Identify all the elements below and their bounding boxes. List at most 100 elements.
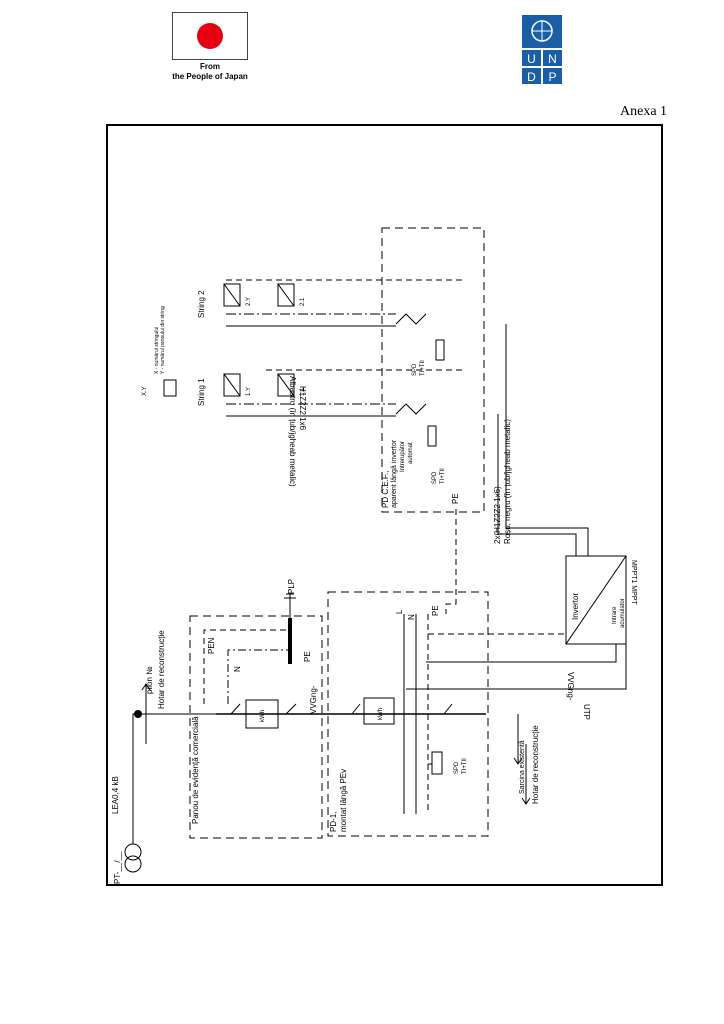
kwh-label-2: kWh (378, 708, 384, 720)
pv-module-21-diag (277, 283, 295, 307)
undp-logo: U N D P (522, 15, 562, 84)
l-label: L (395, 609, 404, 614)
module-21-label: 2.1 (300, 297, 306, 306)
spd2-label: SPD (432, 471, 438, 484)
string2-label: String 2 (197, 290, 206, 318)
spd3-device (435, 339, 445, 361)
pv-module-11-diag (277, 373, 295, 397)
kwh-meter-1 (245, 699, 279, 729)
n-label-pd1: N (407, 614, 416, 620)
inverter-box (565, 555, 627, 645)
acc-label-2: acumulator (620, 598, 626, 628)
undp-letter-n: N (548, 52, 557, 66)
legend-module-icon (163, 379, 177, 397)
spd3-label: SPD (412, 363, 418, 376)
inverter-diagonal (565, 555, 627, 645)
pe-cable-label-2: Albastru (în țub/jgheab metalic) (288, 376, 297, 487)
pen-conductor (203, 629, 290, 704)
acc-label-1: Intrare (612, 606, 618, 624)
pd1-subtitle: montat lângă PEv (339, 769, 348, 832)
legend-y-label: Y - numărul panoului din string (160, 306, 166, 374)
breaker-label-1: Intrerupător (400, 441, 406, 472)
module-11-label: 1.1 (300, 387, 306, 396)
panel-label: Panou de evidență comercială (191, 716, 200, 824)
line-label: LEA0,4 kB (111, 776, 120, 814)
mppt-label: MPPT1 MPPT (630, 560, 637, 605)
boundary-top-label: Hotar de reconstrucție (157, 630, 166, 709)
pt-label: PT-__/__ (113, 851, 122, 884)
load-label: Sarcina existentă (519, 740, 526, 794)
breaker-label-2: automat (408, 442, 414, 464)
transformer-coil-b (124, 843, 142, 861)
boundary-bottom-label: Hotar de reconstrucție (531, 725, 540, 804)
module-2y-label: 2.Y (246, 297, 252, 306)
spd3-type: TI+TII (420, 360, 426, 376)
plp-label: PLP (287, 579, 296, 594)
vvgng-label-1: VVGng- (309, 685, 318, 714)
transformer-coil-a (124, 855, 142, 873)
spd2-device (427, 425, 437, 447)
dc-main-cable-a (497, 414, 577, 556)
module-1y-label: 1.Y (246, 387, 252, 396)
breaker-4-icon (443, 703, 453, 715)
pd1-box (327, 591, 489, 837)
japan-caption: From the People of Japan (150, 62, 270, 82)
utp-label: UTP (582, 704, 591, 720)
kwh-label-1: kWh (260, 710, 266, 722)
dc-cable-label-2: Roșu, negru (în țub/jgheab metalic) (503, 419, 512, 544)
japan-caption-line1: From (200, 62, 220, 71)
dc-cable-label-1: 2x(H1Z2Z2 1x6) (493, 486, 502, 544)
boundary-top-arrow-icon (141, 683, 151, 691)
pv-module-21 (277, 283, 295, 307)
pillar-node (134, 710, 142, 718)
lea-line (132, 713, 138, 844)
metering-panel-box (189, 615, 323, 839)
undp-letter-u: U (527, 52, 536, 66)
pv-module-2y (223, 283, 241, 307)
utp-cable (406, 644, 627, 690)
boundary-bottom-arrow-icon (521, 797, 531, 805)
pdcef-subtitle: aparent lângă invertor (391, 439, 398, 508)
spd1-type: TI+TII (462, 758, 468, 774)
n-label: N (233, 666, 242, 672)
inverter-ac-cable (426, 644, 617, 663)
single-line-diagram: PT-__/__ LEA0,4 kB pilon № Hotar de reco… (111, 227, 637, 884)
pillar-label: pilon № (145, 666, 154, 694)
diagram-frame (106, 124, 663, 886)
breaker-3-icon (351, 703, 361, 715)
load-arrow-icon (513, 757, 523, 765)
pdcef-title: PD C.E.F., (381, 471, 390, 508)
neutral-conductor (227, 649, 290, 704)
legend-x-label: X - numărul stringului (154, 327, 160, 374)
sun-disc-icon (197, 23, 223, 49)
switch-1-icon (395, 403, 427, 415)
spd1-device (431, 751, 443, 775)
pv-module-2y-diag (223, 283, 241, 307)
undp-letter-p: P (548, 70, 556, 84)
pe-cable-label-1: H1Z2Z2 1x6 (298, 386, 307, 431)
pe-link (445, 509, 457, 614)
breaker-2-icon (285, 703, 297, 715)
inverter-label: Invertor (571, 593, 580, 620)
pe-label-pd1: PE (431, 605, 440, 616)
kwh-meter-2 (363, 697, 395, 725)
annex-label: Anexa 1 (620, 104, 668, 119)
pe-label-panel: PE (303, 651, 312, 662)
pe-label-cef: PE (451, 493, 460, 504)
pv-module-1y-diag (223, 373, 241, 397)
japan-flag-logo (172, 12, 248, 60)
undp-letter-d: D (527, 70, 536, 84)
pen-label: PEN (207, 637, 216, 654)
switch-2-icon (395, 313, 427, 325)
vvgng-label-2: VVGng- (566, 672, 575, 701)
pv-module-1y (223, 373, 241, 397)
breaker-1-icon (230, 703, 241, 715)
spd1-label: SPD (454, 761, 460, 774)
pv-module-11 (277, 373, 295, 397)
pd1-title: PD-1, (329, 812, 338, 832)
dc-main-cable-b (505, 324, 589, 556)
japan-caption-line2: the People of Japan (172, 72, 248, 81)
legend-xy-label: X.Y (142, 386, 148, 396)
string1-label: String 1 (197, 378, 206, 406)
spd2-type: TI+TII (440, 468, 446, 484)
